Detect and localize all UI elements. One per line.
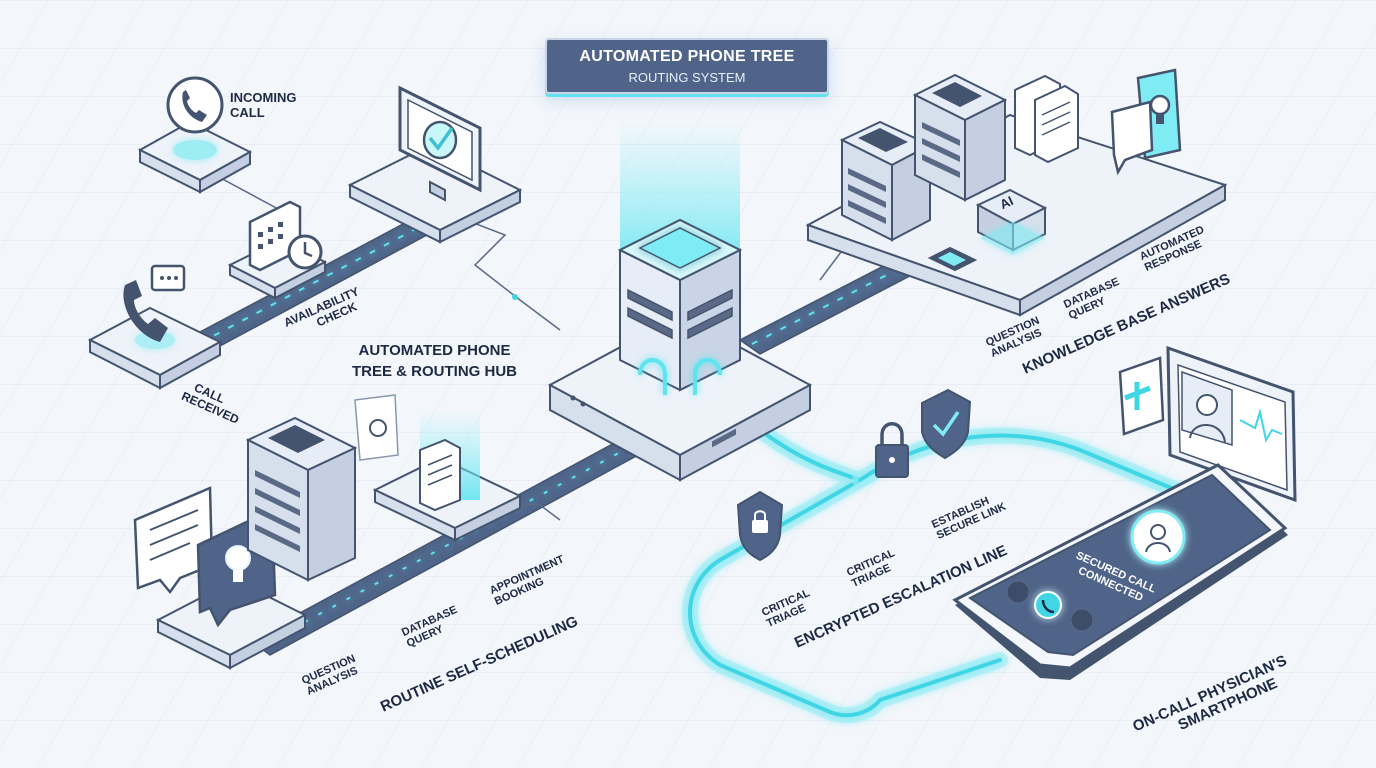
incoming-call-platform [137,120,253,194]
incoming-call-line1: INCOMING [230,90,297,105]
caller-avatar [1130,509,1186,565]
doctor-icon [1150,524,1166,540]
gear-note-icon [354,394,399,461]
scheduling-server-rack [245,416,358,582]
title-line2: ROUTING SYSTEM [628,70,746,85]
physician-video-panel [1166,345,1297,503]
monitor-check-icon [398,85,482,202]
medical-clipboard-icon [1118,356,1165,436]
hub-label-line1: AUTOMATED PHONE [358,342,511,359]
scheduling-chat-platform [155,578,308,670]
documents-icon-2 [419,438,461,512]
microchip-icon [927,246,978,272]
shield-check-icon [921,388,972,460]
phone-ring-icon [166,76,224,134]
ai-chip-icon [975,188,1048,255]
hub-server-tower [617,218,743,395]
incoming-call-line2: CALL [230,105,265,120]
accept-call-icon[interactable] [1034,591,1062,619]
title-line1: AUTOMATED PHONE TREE [579,48,795,65]
documents-icon [1014,74,1079,164]
smartphone [952,463,1288,680]
hub-label: AUTOMATED PHONE TREE & ROUTING HUB [352,340,517,382]
padlock-icon [875,422,909,478]
calendar-clock-icon [248,200,323,272]
chat-bubble-icon [133,486,214,595]
title-box: AUTOMATED PHONE TREE ROUTING SYSTEM [545,38,829,94]
video-button-icon[interactable] [1070,608,1094,632]
incoming-call-label: INCOMING CALL [230,90,296,120]
knowledge-server-rack-2 [912,73,1008,202]
shield-lock-icon [736,490,784,562]
hub-label-line2: TREE & ROUTING HUB [352,363,517,380]
decline-button-icon[interactable] [1006,580,1030,604]
handset-icon [123,264,186,342]
call-received-platform [87,306,223,390]
lightbulb-chat-icon [1110,68,1182,176]
